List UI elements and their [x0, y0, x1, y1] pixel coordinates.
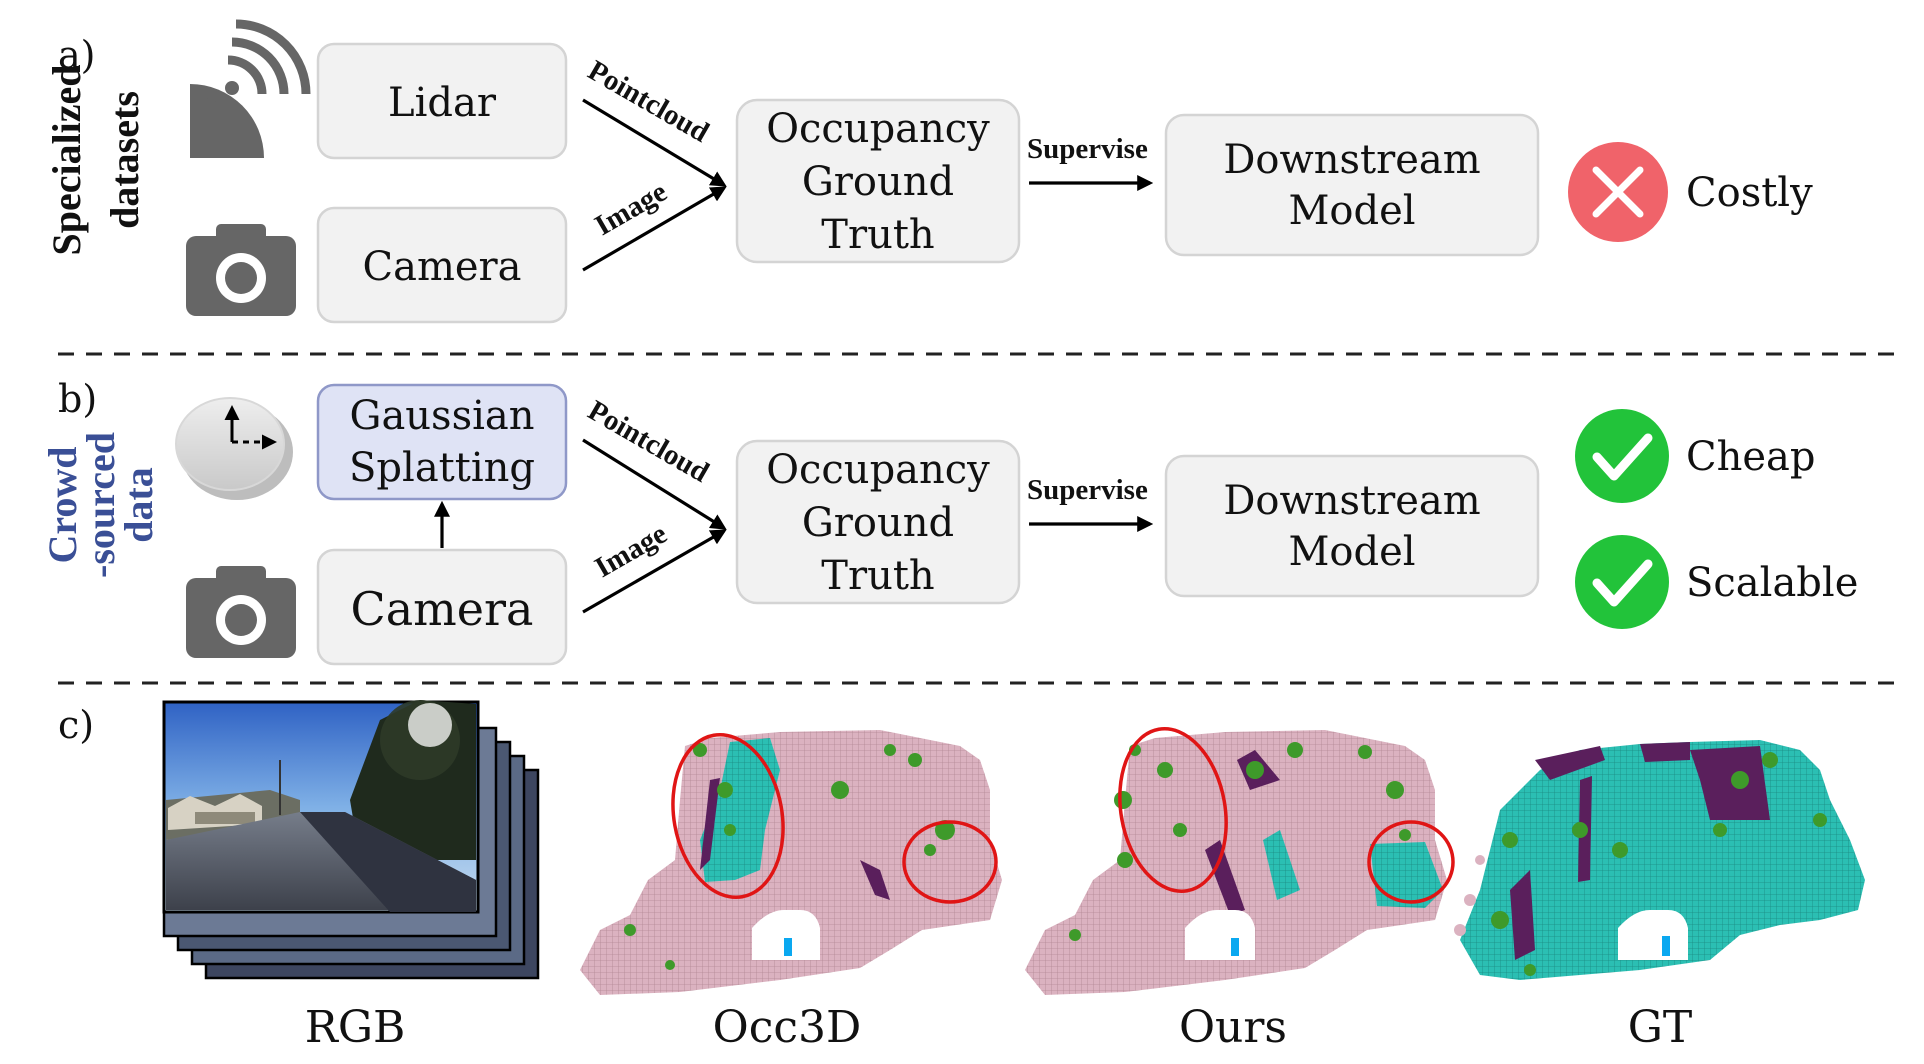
section-a-side-label: Specialized datasets — [44, 64, 147, 255]
downstream-line-1: Downstream — [1223, 137, 1480, 183]
verdict-costly: Costly — [1686, 170, 1813, 216]
occupancy-line-2: Ground — [802, 159, 954, 205]
image-edge-label: Image — [590, 518, 673, 584]
pointcloud-edge-label: Pointcloud — [583, 394, 715, 489]
caption-gt: GT — [1628, 1002, 1693, 1053]
highlight-circle — [902, 820, 998, 904]
section-a-tag: a) — [58, 33, 95, 77]
camera-label: Camera — [351, 582, 534, 636]
downstream-line-2: Model — [1288, 529, 1415, 575]
occupancy-line-3: Truth — [821, 553, 934, 599]
camera-icon — [186, 566, 296, 658]
downstream-box — [1164, 454, 1540, 598]
camera-label: Camera — [362, 244, 521, 290]
splatting-line-2: Splatting — [349, 445, 535, 491]
ours-render — [1025, 726, 1455, 995]
splatting-line-1: Gaussian — [349, 393, 534, 439]
supervise-label: Supervise — [1027, 133, 1148, 165]
lidar-box — [316, 42, 568, 160]
side-label-line-1: Specialized — [44, 64, 89, 255]
image-arrow — [582, 529, 727, 614]
wifi-signal-icon — [190, 19, 311, 158]
highlight-circle — [1367, 820, 1455, 904]
verdict-scalable: Scalable — [1686, 560, 1858, 606]
caption-rgb: RGB — [305, 1002, 406, 1053]
occupancy-line-1: Occupancy — [766, 106, 990, 152]
check-icon — [1575, 409, 1669, 503]
section-a: a) Specialized datasets Lidar Camera — [44, 19, 1813, 324]
occupancy-line-3: Truth — [821, 212, 934, 258]
pointcloud-edge-label: Pointcloud — [583, 54, 715, 149]
caption-ours: Ours — [1179, 1002, 1287, 1053]
pointcloud-arrow — [582, 98, 727, 187]
section-b-side-label: Crowd -sourced data — [40, 432, 161, 578]
pointcloud-arrow — [582, 438, 727, 530]
image-arrow — [582, 186, 727, 272]
occupancy-box — [735, 439, 1021, 605]
occupancy-box — [735, 98, 1021, 264]
section-b: b) Crowd -sourced data Gaussian Splattin… — [40, 377, 1858, 666]
camera-icon — [186, 224, 296, 316]
caption-occ3d: Occ3D — [713, 1002, 862, 1053]
downstream-box — [1164, 113, 1540, 257]
section-c: c) — [58, 700, 1865, 1053]
occupancy-line-1: Occupancy — [766, 447, 990, 493]
downstream-line-1: Downstream — [1223, 478, 1480, 524]
rgb-street-photo — [162, 700, 480, 914]
highlight-circle — [1118, 726, 1228, 894]
lidar-label: Lidar — [388, 80, 497, 126]
image-edge-label: Image — [590, 176, 673, 242]
clock-icon — [175, 397, 293, 500]
gt-render — [1454, 740, 1865, 980]
check-icon — [1575, 535, 1669, 629]
section-c-tag: c) — [58, 703, 94, 747]
side-label-line-2: datasets — [102, 91, 147, 229]
cross-icon — [1568, 142, 1668, 242]
camera-box — [316, 206, 568, 324]
side-label-line-3: data — [116, 467, 161, 543]
occupancy-line-2: Ground — [802, 500, 954, 546]
occ3d-render — [580, 730, 1002, 995]
gaussian-splatting-box — [316, 383, 568, 501]
downstream-line-2: Model — [1288, 188, 1415, 234]
side-label-line-2: -sourced — [78, 432, 123, 578]
highlight-circle — [671, 732, 785, 900]
section-b-tag: b) — [58, 377, 97, 421]
rgb-image-stack — [162, 700, 540, 980]
camera-box — [316, 548, 568, 666]
side-label-line-1: Crowd — [40, 446, 85, 563]
verdict-cheap: Cheap — [1686, 434, 1816, 480]
supervise-label: Supervise — [1027, 474, 1148, 506]
